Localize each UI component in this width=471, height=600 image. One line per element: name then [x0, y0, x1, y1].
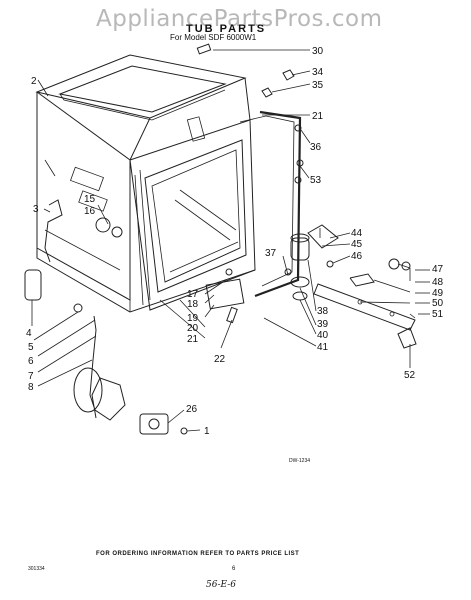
callout-47: 47: [432, 264, 444, 275]
callout-4: 4: [26, 328, 32, 339]
callout-49: 49: [432, 288, 444, 299]
callout-35: 35: [312, 80, 324, 91]
callout-21-top: 21: [312, 111, 324, 122]
callout-45: 45: [351, 239, 363, 250]
callout-18: 18: [187, 299, 199, 310]
diagram-subtitle: For Model SDF 6000W1: [170, 33, 257, 42]
callout-46: 46: [351, 251, 363, 262]
callout-16: 16: [84, 206, 96, 217]
callout-8: 8: [28, 382, 34, 393]
callout-52: 52: [404, 370, 416, 381]
callout-40: 40: [317, 330, 329, 341]
callout-19: 19: [187, 313, 199, 324]
callout-37: 37: [265, 248, 277, 259]
callout-51: 51: [432, 309, 444, 320]
leader-lines: [31, 49, 416, 432]
callout-15: 15: [84, 194, 96, 205]
callout-2: 2: [31, 76, 37, 87]
callout-50: 50: [432, 298, 444, 309]
callout-53: 53: [310, 175, 322, 186]
callout-34: 34: [312, 67, 324, 78]
callout-5: 5: [28, 342, 34, 353]
ordering-note: FOR ORDERING INFORMATION REFER TO PARTS …: [96, 551, 300, 557]
callout-36: 36: [310, 142, 322, 153]
diagram-title: TUB PARTS: [186, 23, 267, 35]
drawing-reference-code: DW-1234: [289, 458, 311, 464]
callout-20: 20: [187, 323, 199, 334]
document-number: 301334: [28, 566, 45, 572]
callout-39: 39: [317, 319, 329, 330]
door-gasket: [239, 110, 302, 298]
callout-38: 38: [317, 306, 329, 317]
callout-labels: 30 34 35 21 36 53 2 3 15 16 4 5 6 7 8 26…: [26, 46, 444, 437]
callout-41: 41: [317, 342, 329, 353]
callout-7: 7: [28, 371, 34, 382]
handwritten-note: 56-E-6: [206, 580, 236, 590]
callout-26: 26: [186, 404, 198, 415]
callout-44: 44: [351, 228, 363, 239]
callout-22: 22: [214, 354, 226, 365]
callout-48: 48: [432, 277, 444, 288]
watermark: AppliancePartsPros.com: [96, 6, 383, 32]
callout-1: 1: [204, 426, 210, 437]
callout-6: 6: [28, 356, 34, 367]
callout-17: 17: [187, 289, 199, 300]
tub-cabinet: [35, 54, 256, 313]
callout-21-bottom: 21: [187, 334, 199, 345]
callout-30: 30: [312, 46, 324, 57]
page-number: 6: [232, 566, 236, 572]
callout-3: 3: [33, 204, 39, 215]
